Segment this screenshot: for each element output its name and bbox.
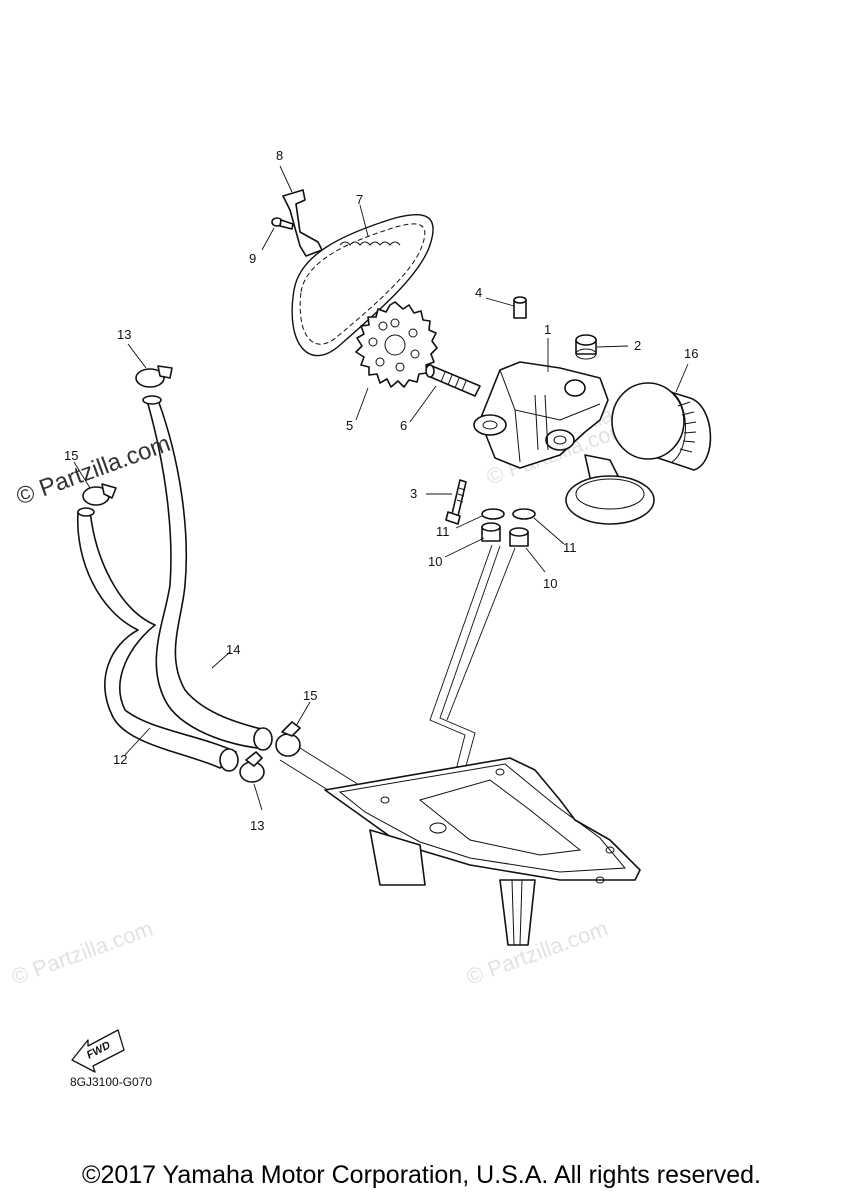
o-ring-part xyxy=(481,508,505,520)
callout-number: 13 xyxy=(250,818,264,833)
leader-lines xyxy=(73,165,689,811)
watermark-faint: © Partzilla.com xyxy=(463,916,611,990)
callout-number: 5 xyxy=(346,418,353,433)
oil-hose-part xyxy=(76,507,239,772)
callout-number: 10 xyxy=(543,576,557,591)
forward-arrow-icon: FWD xyxy=(71,1029,125,1073)
hose-clamp-part xyxy=(239,751,265,783)
callout-number: 15 xyxy=(303,688,317,703)
callout-number: 16 xyxy=(684,346,698,361)
hose-clamp-part xyxy=(275,721,301,757)
callout-number: 14 xyxy=(226,642,240,657)
assembly-line xyxy=(446,547,516,721)
callout-number: 11 xyxy=(563,540,577,555)
hose-clamp-part xyxy=(82,483,117,506)
dowel-pin-part xyxy=(513,296,527,319)
diagram-code: 8GJ3100-G070 xyxy=(70,1075,153,1089)
oil-hose-part xyxy=(142,395,273,751)
oil-pump-assembly-part xyxy=(473,361,609,469)
drive-chain-part xyxy=(291,214,434,357)
callout-number: 2 xyxy=(634,338,641,353)
chain-guide-part xyxy=(282,189,323,257)
hose-clamp-part xyxy=(135,365,173,388)
pump-shaft-part xyxy=(425,364,481,397)
callout-number: 12 xyxy=(113,752,127,767)
callout-number: 13 xyxy=(117,327,131,342)
callout-number: 6 xyxy=(400,418,407,433)
callout-number: 8 xyxy=(276,148,283,163)
cap-part xyxy=(575,334,597,360)
callout-number: 15 xyxy=(64,448,78,463)
callout-number: 4 xyxy=(475,285,482,300)
bolt-part xyxy=(445,479,467,525)
collar-part xyxy=(509,527,529,547)
callout-number: 3 xyxy=(410,486,417,501)
o-ring-part xyxy=(512,508,536,520)
callout-number: 1 xyxy=(544,322,551,337)
oil-pan-part xyxy=(324,757,641,946)
callout-number: 10 xyxy=(428,554,442,569)
callout-number: 9 xyxy=(249,251,256,266)
sprocket-part xyxy=(355,301,438,388)
callout-number: 11 xyxy=(436,524,450,539)
bolt-part xyxy=(271,217,294,230)
watermark-faint: © Partzilla.com xyxy=(8,916,156,990)
collar-part xyxy=(481,522,501,542)
oil-filter-part xyxy=(611,382,712,471)
copyright-notice: ©2017 Yamaha Motor Corporation, U.S.A. A… xyxy=(82,1161,761,1189)
oil-strainer-part xyxy=(565,454,655,525)
callout-number: 7 xyxy=(356,192,363,207)
